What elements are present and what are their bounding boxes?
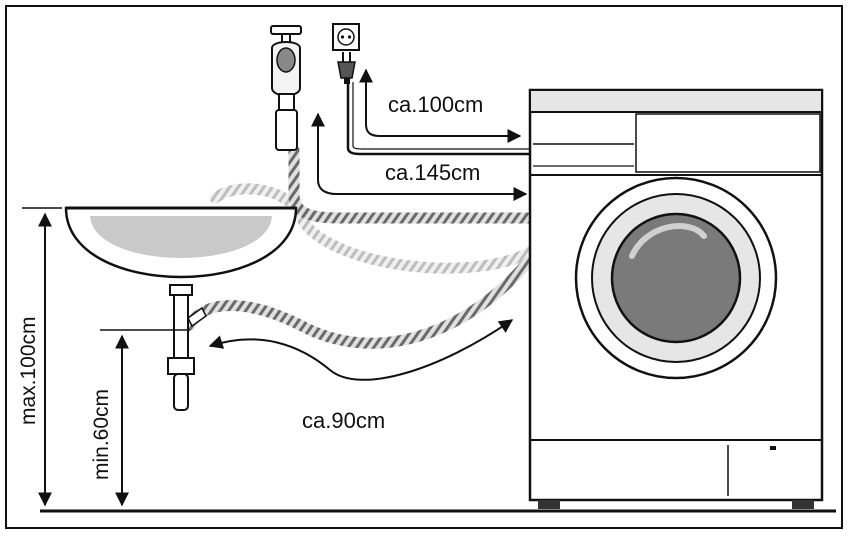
min-height-label: min.60cm bbox=[90, 389, 113, 480]
inlet-hose-length-label: ca.145cm bbox=[385, 160, 480, 185]
inlet-hose bbox=[288, 144, 536, 224]
drain-hose-length-label: ca.90cm bbox=[302, 408, 385, 433]
wall-socket-icon bbox=[332, 23, 360, 51]
max-height-label: max.100cm bbox=[17, 316, 40, 425]
power-cord-length-label: ca.100cm bbox=[388, 92, 483, 117]
sink-icon bbox=[64, 206, 298, 279]
washing-machine-icon bbox=[528, 88, 824, 509]
diagram-frame bbox=[5, 5, 843, 529]
water-tap-icon bbox=[270, 25, 302, 151]
drain-hose bbox=[184, 256, 534, 349]
drain-hose-length-arrow bbox=[208, 319, 514, 381]
power-plug-icon bbox=[337, 52, 356, 84]
drain-pipe-icon bbox=[167, 284, 207, 411]
inlet-hose-length-arrow bbox=[311, 112, 528, 201]
drain-hose-alt-position bbox=[209, 183, 536, 274]
